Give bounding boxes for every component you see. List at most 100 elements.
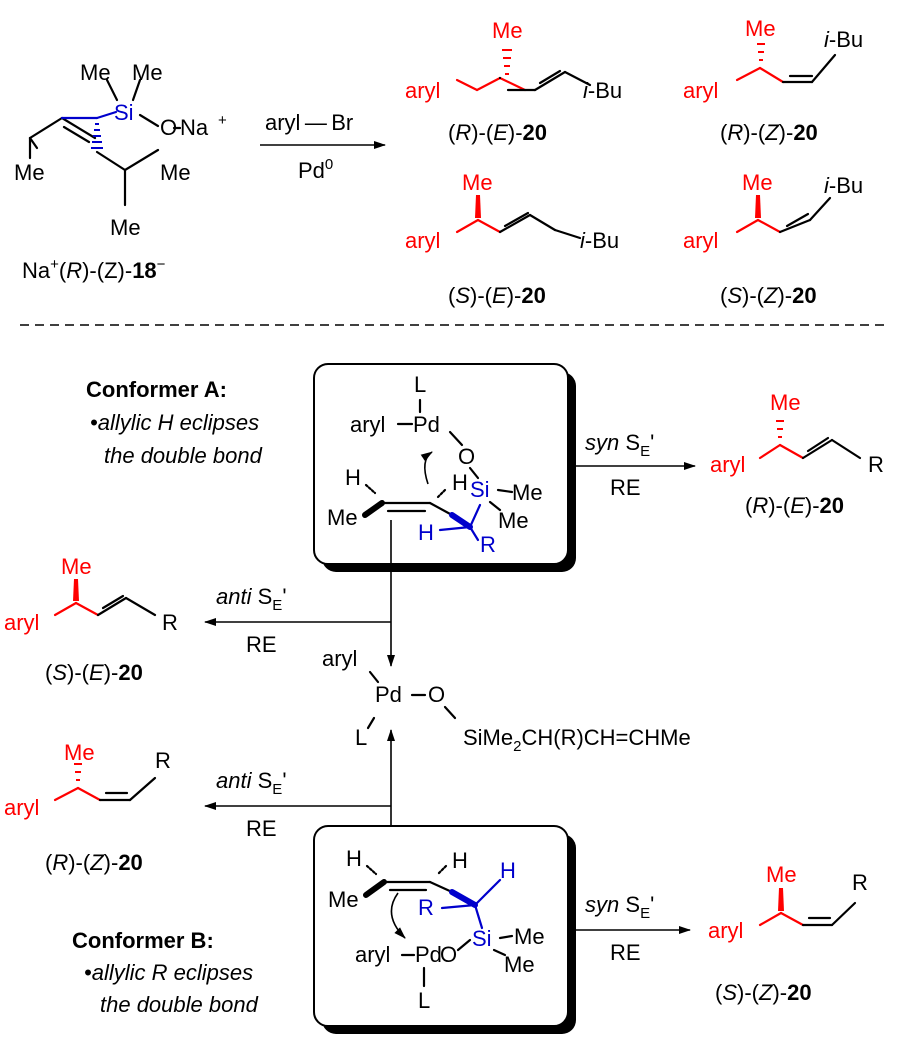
product-s-e-ibu: i-Bu <box>580 228 619 253</box>
re-label-anti-b: RE <box>246 816 277 841</box>
conformer-a-si: Si <box>470 477 490 502</box>
conformer-a-me-left: Me <box>327 505 358 530</box>
product-r-z-aryl: aryl <box>683 78 718 103</box>
product-r-e-aryl: aryl <box>405 78 440 103</box>
conformer-b-title: Conformer B: <box>72 928 214 953</box>
anti-label-b: anti SE' <box>216 768 287 798</box>
product-se-r-aryl: aryl <box>4 610 39 635</box>
product-se-r-r: R <box>162 610 178 635</box>
conformer-a-si-me1: Me <box>512 480 543 505</box>
product-s-z-me: Me <box>742 170 773 195</box>
conformer-a-pd: Pd <box>413 412 440 437</box>
conformer-b-desc-2: the double bond <box>100 992 259 1017</box>
conformer-b-r-blue: R <box>418 895 434 920</box>
product-s-e-label: (S)-(E)-20 <box>448 283 546 308</box>
conformer-b-h2: H <box>452 848 468 873</box>
product-s-z-structure <box>735 195 832 234</box>
conformer-b-h1: H <box>346 846 362 871</box>
product-r-e-label: (R)-(E)-20 <box>448 120 547 145</box>
reactant-me-left: Me <box>80 60 111 85</box>
conformer-a-h1: H <box>345 465 361 490</box>
conformer-a-o: O <box>458 444 475 469</box>
product-r-e-structure <box>455 49 592 92</box>
conformer-b-aryl: aryl <box>355 942 390 967</box>
pd-complex-pd: Pd <box>375 682 402 707</box>
product-r-e-me: Me <box>492 18 523 43</box>
pd-complex-l: L <box>355 725 367 750</box>
reactant-na: Na <box>180 115 209 140</box>
catalyst-pd: Pd0 <box>298 156 333 183</box>
wedge-bond <box>475 195 481 218</box>
conformer-a-h-blue: H <box>418 520 434 545</box>
conformer-b-pd: Pd <box>415 942 442 967</box>
pd-complex-aryl: aryl <box>322 646 357 671</box>
product-s-z-aryl: aryl <box>683 228 718 253</box>
product-rz-r-label: (R)-(Z)-20 <box>45 850 143 875</box>
product-r-e-r-structure <box>758 420 862 460</box>
reactant-label: Na+(R)-(Z)-18− <box>22 256 166 283</box>
product-rz-r-me: Me <box>64 740 95 765</box>
product-r-z-me: Me <box>745 16 776 41</box>
conformer-a-box <box>313 363 569 565</box>
wedge-bond <box>755 195 761 218</box>
reactant-si: Si <box>114 100 134 125</box>
product-r-e-ibu: i-Bu <box>583 78 622 103</box>
pd-complex-o: O <box>428 682 445 707</box>
product-sz-r-label: (S)-(Z)-20 <box>715 980 812 1005</box>
product-re-r-aryl: aryl <box>710 452 745 477</box>
anti-label-a: anti SE' <box>216 584 287 614</box>
conformer-b-box <box>313 825 569 1027</box>
conformer-b-h-blue: H <box>500 858 516 883</box>
conformer-b-me-left: Me <box>328 887 359 912</box>
conformer-a-si-me2: Me <box>498 508 529 533</box>
product-s-z-ibu: i-Bu <box>824 173 863 198</box>
conformer-a-aryl: aryl <box>350 412 385 437</box>
conformer-b-alkene <box>363 864 502 939</box>
product-s-z-label: (S)-(Z)-20 <box>720 283 817 308</box>
product-se-r-structure <box>53 579 157 617</box>
product-s-e-structure <box>455 195 582 240</box>
product-r-z-structure <box>735 43 837 84</box>
syn-label-b: syn SE' <box>585 892 654 922</box>
conformer-a-h2: H <box>452 470 468 495</box>
conformer-a-title: Conformer A: <box>86 377 227 402</box>
re-label-anti-a: RE <box>246 632 277 657</box>
conformer-b-si: Si <box>472 926 492 951</box>
reactant-me-right: Me <box>132 60 163 85</box>
conformer-a-l: L <box>414 372 426 397</box>
conformer-a-desc-1: •allylic H eclipses <box>90 410 259 435</box>
conformer-b-l: L <box>418 988 430 1013</box>
conformer-b-si-me2: Me <box>504 952 535 977</box>
conformer-a-alkene <box>362 451 482 542</box>
conformer-a-r-blue: R <box>480 532 496 557</box>
syn-label-a: syn SE' <box>585 430 654 460</box>
conformer-b-si-me1: Me <box>514 924 545 949</box>
product-re-r-me: Me <box>770 390 801 415</box>
reactant-me-isobutyl-1: Me <box>160 160 191 185</box>
re-label-b: RE <box>610 940 641 965</box>
product-rz-r-structure <box>53 763 157 802</box>
conformer-b-o: O <box>440 942 457 967</box>
product-s-e-me: Me <box>462 170 493 195</box>
product-sz-r-aryl: aryl <box>708 918 743 943</box>
product-sz-r-me: Me <box>766 862 797 887</box>
pd-complex-silyl: SiMe2CH(R)CH=CHMe <box>463 725 691 755</box>
conformer-b-desc-1: •allylic R eclipses <box>84 960 253 985</box>
product-se-r-label: (S)-(E)-20 <box>45 660 143 685</box>
reactant-me-vinyl: Me <box>14 160 45 185</box>
conformer-a-desc-2: the double bond <box>104 443 263 468</box>
product-sz-r-r: R <box>852 870 868 895</box>
reactant-me-isobutyl-2: Me <box>110 215 141 240</box>
re-label-a: RE <box>610 475 641 500</box>
product-re-r-r: R <box>868 452 884 477</box>
product-r-z-label: (R)-(Z)-20 <box>720 120 818 145</box>
product-re-r-label: (R)-(E)-20 <box>745 493 844 518</box>
product-sz-r-structure <box>758 888 857 927</box>
reactant-structure <box>28 78 160 207</box>
reactant-o: O <box>160 115 177 140</box>
product-r-z-ibu: i-Bu <box>824 27 863 52</box>
reagent-aryl-br: aryl — Br <box>265 110 353 135</box>
product-s-e-aryl: aryl <box>405 228 440 253</box>
product-se-r-me: Me <box>61 554 92 579</box>
product-rz-r-r: R <box>155 748 171 773</box>
